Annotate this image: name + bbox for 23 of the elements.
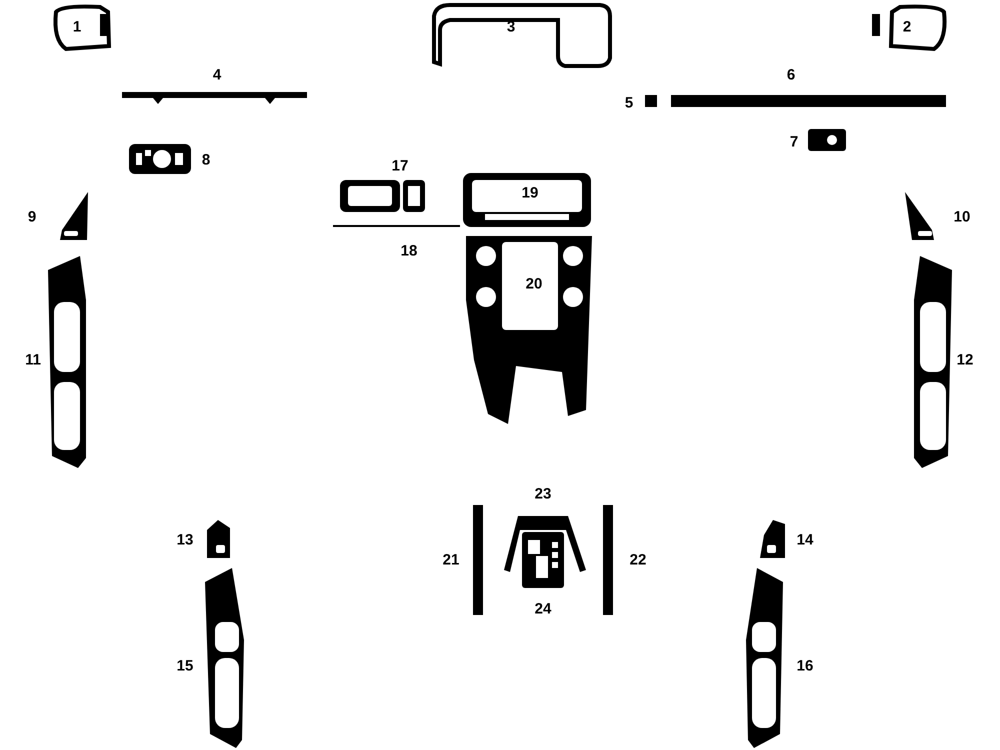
callout-number: 8	[202, 152, 210, 168]
callout-number: 16	[796, 658, 814, 674]
callout-number: 9	[28, 210, 36, 224]
callout-number: 23	[534, 486, 552, 502]
callout-number: 12	[956, 352, 974, 368]
callout-number: 20	[526, 276, 542, 292]
callout-number: 5	[624, 96, 634, 110]
callout-number: 4	[212, 68, 222, 82]
callout-number: 17	[392, 158, 408, 174]
callout-number: 7	[790, 134, 798, 150]
callout-number: 22	[630, 552, 646, 568]
callout-number: 18	[400, 244, 418, 258]
callout-number: 14	[796, 532, 814, 548]
callout-number: 15	[176, 658, 194, 674]
callout-number: 24	[534, 602, 552, 616]
callout-number: 10	[954, 210, 970, 224]
callout-number: 2	[902, 20, 912, 34]
callout-number: 1	[72, 20, 82, 34]
callout-number: 11	[25, 352, 41, 368]
callout-number: 21	[442, 552, 460, 568]
callout-number: 13	[176, 532, 194, 548]
callout-number: 6	[786, 68, 796, 82]
callout-number: 19	[522, 186, 538, 200]
